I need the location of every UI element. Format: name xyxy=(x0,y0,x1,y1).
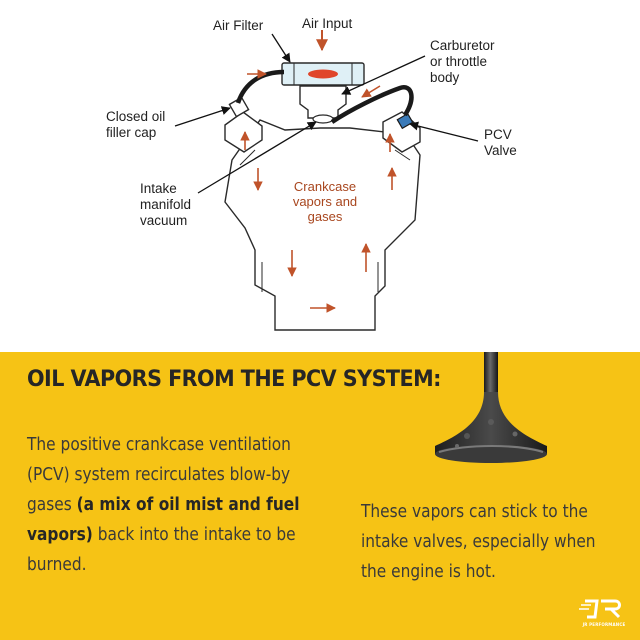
label-crankcase-vapors: Crankcase vapors and gases xyxy=(292,179,358,224)
label-pcv-valve: PCV Valve xyxy=(484,127,517,158)
section-heading: OIL VAPORS FROM THE PCV SYSTEM: xyxy=(27,366,441,392)
intake-vacuum-callout xyxy=(197,121,317,194)
info-panel: OIL VAPORS FROM THE PCV SYSTEM: The posi… xyxy=(0,352,640,640)
pcv-hose xyxy=(330,85,414,124)
pcv-valve-callout xyxy=(409,121,479,142)
engine-inner-line xyxy=(239,149,411,292)
throttle-plate xyxy=(312,114,334,124)
label-air-filter: Air Filter xyxy=(213,18,264,33)
para1-text-end: back into the intake to be burned. xyxy=(27,525,296,575)
air-filter-callout xyxy=(271,33,291,63)
vapor-deposit-paragraph: These vapors can stick to the intake val… xyxy=(361,502,596,582)
pcv-valve-body xyxy=(396,112,414,130)
oil-filler-cap xyxy=(228,96,250,118)
engine-block-outline xyxy=(224,119,421,331)
jr-performance-logo: JR PERFORMANCE xyxy=(577,595,631,635)
logo-mark xyxy=(579,599,621,619)
label-air-input: Air Input xyxy=(302,16,353,31)
label-closed-oil-filler-cap: Closed oil filler cap xyxy=(106,109,166,140)
flow-arrow-hose-right xyxy=(361,85,381,98)
pcv-diagram: Air Filter Air Input Carburetor or throt… xyxy=(106,16,517,331)
oil-cap-callout xyxy=(174,106,231,127)
para1-bold-phrase: (a mix of oil mist and fuel vapors) xyxy=(27,495,300,545)
logo-text: JR PERFORMANCE xyxy=(582,622,626,627)
breather-hose xyxy=(235,69,285,104)
air-filter-element xyxy=(308,69,338,79)
pcv-explanation-paragraph: The positive crankcase ventilation (PCV)… xyxy=(27,430,309,580)
intake-valve-image xyxy=(435,352,547,463)
para1-text-start: The positive crankcase ventilation (PCV)… xyxy=(27,435,291,515)
carburetor-callout xyxy=(341,55,426,95)
carburetor-body xyxy=(299,85,347,119)
label-intake-manifold-vacuum: Intake manifold vacuum xyxy=(140,181,192,228)
pcv-system-illustration xyxy=(174,30,479,331)
label-carburetor: Carburetor or throttle body xyxy=(430,38,495,85)
